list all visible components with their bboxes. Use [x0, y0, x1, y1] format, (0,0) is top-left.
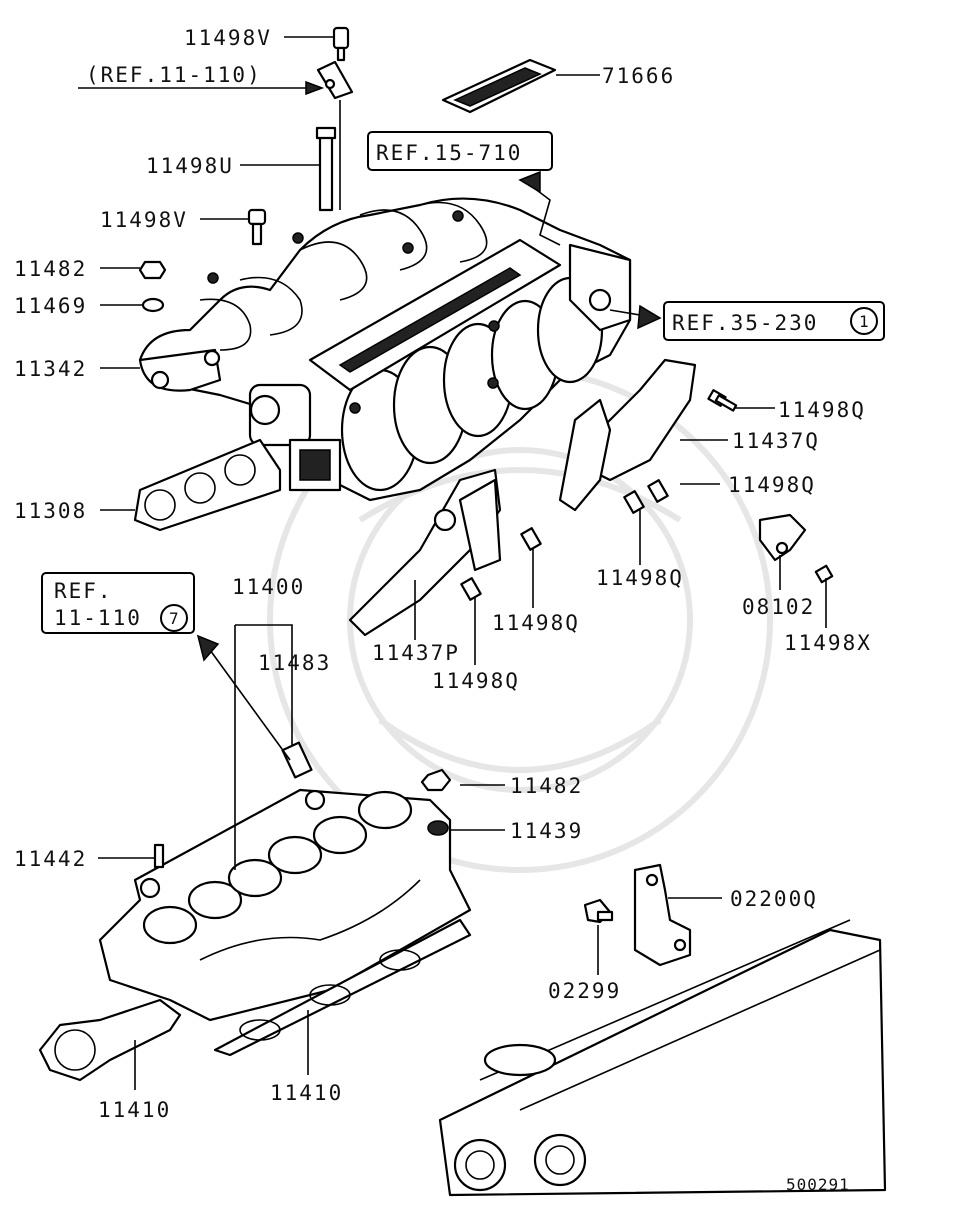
- ref-11-110-box-line1: REF.: [54, 579, 113, 603]
- ref-35-230-label: REF.35-230: [672, 311, 818, 335]
- label-11498Q-b: 11498Q: [728, 473, 816, 497]
- label-02200Q: 02200Q: [730, 887, 818, 911]
- engine-head: [438, 919, 887, 1197]
- upper-gasket: [133, 438, 282, 532]
- label-11437Q: 11437Q: [732, 429, 820, 453]
- small-bolts: [460, 389, 834, 601]
- ref-arrows: [78, 80, 662, 761]
- label-11498Q-e: 11498Q: [432, 669, 520, 693]
- label-11410-mid: 11410: [270, 1081, 343, 1105]
- label-11410-left: 11410: [98, 1098, 171, 1122]
- label-11498Q-d: 11498Q: [492, 611, 580, 635]
- ref-15-710-label: REF.15-710: [376, 141, 522, 165]
- bracket-02200Q: [583, 863, 692, 967]
- ref-box-11-110: REF. 11-110 7: [41, 572, 195, 634]
- label-ref-11-110-top: (REF.11-110): [86, 63, 262, 87]
- diagram-id: 500291: [786, 1175, 850, 1194]
- label-11437P: 11437P: [372, 641, 460, 665]
- leader-lines: [98, 36, 827, 1090]
- lower-gaskets: [38, 918, 472, 1082]
- upper-fasteners: [138, 26, 354, 313]
- label-11469: 11469: [14, 294, 87, 318]
- label-11482-bottom: 11482: [510, 774, 583, 798]
- ref-35-230-circle-number: 1: [859, 312, 870, 331]
- bracket-11437P: [348, 468, 502, 637]
- label-08102: 08102: [742, 595, 815, 619]
- part-labels: 11498V (REF.11-110) 71666 11498U 11498V …: [14, 26, 872, 1194]
- label-11498Q-a: 11498Q: [778, 398, 866, 422]
- ref-11-110-box-line2: 11-110: [54, 606, 142, 630]
- upper-intake-manifold: [138, 197, 632, 502]
- label-11498Q-c: 11498Q: [596, 566, 684, 590]
- label-11308: 11308: [14, 499, 87, 523]
- label-11442: 11442: [14, 847, 87, 871]
- label-11498X: 11498X: [784, 631, 872, 655]
- label-11483: 11483: [258, 651, 331, 675]
- label-11498V-top: 11498V: [184, 26, 272, 50]
- emblem-plate: [441, 58, 557, 114]
- label-11498U: 11498U: [146, 154, 234, 178]
- label-11342: 11342: [14, 357, 87, 381]
- label-71666: 71666: [602, 64, 675, 88]
- ref-box-35-230: REF.35-230 1: [663, 301, 885, 341]
- label-11482-top: 11482: [14, 257, 87, 281]
- label-11400: 11400: [232, 575, 305, 599]
- ref-11-110-circle-number: 7: [169, 609, 180, 628]
- lower-intake-manifold: [98, 741, 472, 1022]
- label-11498V-mid: 11498V: [100, 208, 188, 232]
- label-11439: 11439: [510, 819, 583, 843]
- ref-box-15-710: REF.15-710: [367, 131, 553, 171]
- bracket-11437Q: [558, 358, 697, 512]
- label-02299: 02299: [548, 979, 621, 1003]
